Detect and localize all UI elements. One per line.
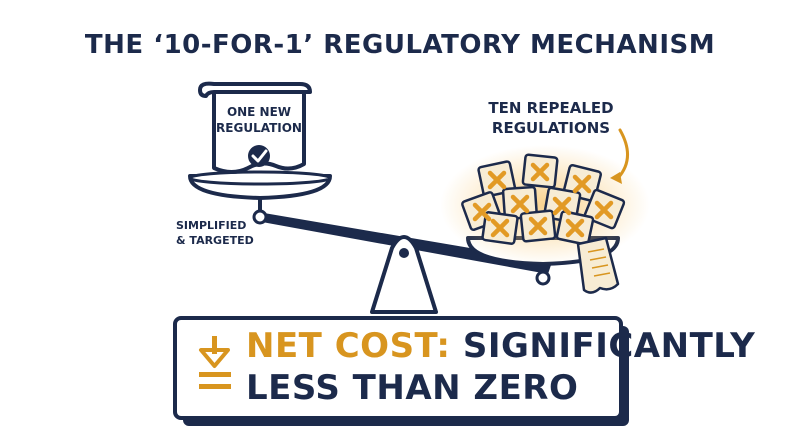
page-title: THE ‘10-FOR-1’ REGULATORY MECHANISM (84, 30, 716, 60)
new-regulation-label-line1: ONE NEW (226, 105, 292, 119)
new-regulation-label: ONE NEW REGULATION (214, 104, 304, 136)
net-cost-line1: NET COST: SIGNIFICANTLY (246, 326, 755, 366)
simplified-note-line2: & TARGETED (176, 234, 254, 247)
repealed-regulations-label: TEN REPEALED REGULATIONS (486, 98, 616, 138)
curved-arrow-icon (610, 128, 629, 184)
cross-mark-icon (472, 162, 614, 238)
net-cost-prefix: NET COST: (246, 326, 451, 366)
fulcrum-stand (370, 235, 438, 314)
simplified-note-line1: SIMPLIFIED (176, 219, 247, 232)
net-cost-rest: SIGNIFICANTLY (462, 326, 756, 366)
net-cost-line2: LESS THAN ZERO (246, 368, 579, 408)
new-regulation-label-line2: REGULATION (216, 121, 302, 135)
simplified-note: SIMPLIFIED & TARGETED (176, 218, 254, 248)
repealed-regulations-label-line1: TEN REPEALED (488, 99, 614, 117)
left-pan (188, 170, 332, 225)
net-cost-panel (173, 316, 629, 426)
repealed-regulations-label-line2: REGULATIONS (491, 119, 611, 137)
down-arrow-icon (199, 336, 231, 389)
check-circle-icon (248, 145, 270, 167)
